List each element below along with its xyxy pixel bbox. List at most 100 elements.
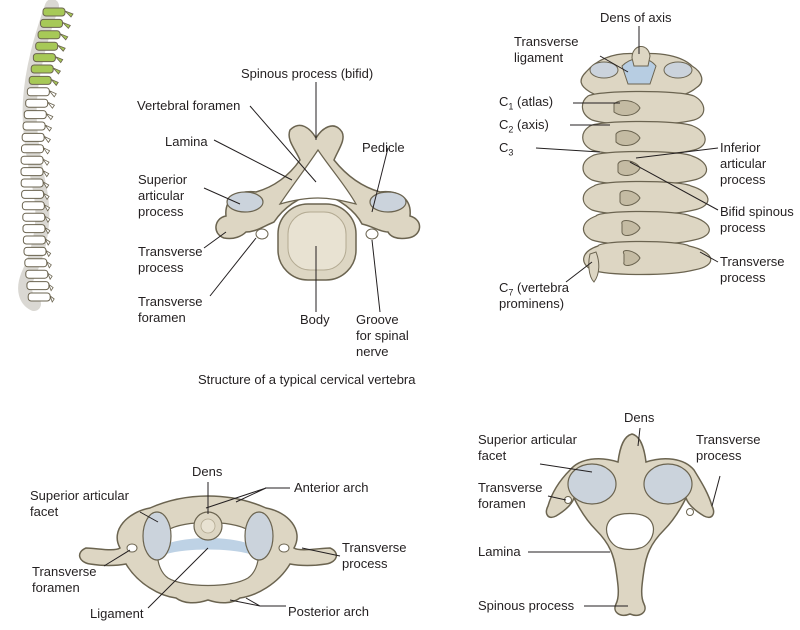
- spine-process: [59, 33, 69, 41]
- spine-segment: [21, 189, 45, 199]
- column-vertebra: [582, 180, 709, 216]
- label-bifid-spinous-process: Bifid spinous process: [720, 204, 794, 235]
- label-axis-spinous-process: Spinous process: [478, 598, 575, 613]
- spine-process: [49, 294, 55, 303]
- typical-vertebra-right-facet: [369, 191, 407, 213]
- spine-process: [45, 113, 54, 121]
- spine-process: [43, 203, 51, 212]
- spine-process: [44, 226, 51, 235]
- column-spinous-process: [622, 250, 641, 266]
- label-transverse-ligament: Transverse ligament: [514, 34, 579, 65]
- label-c1-atlas: C1 (atlas): [499, 94, 554, 112]
- spine-segment: [32, 53, 56, 63]
- column-vertebra: [583, 240, 712, 276]
- leader-lines: [103, 26, 721, 609]
- spine-segment: [26, 281, 50, 291]
- label-atlas-transverse-process: Transverse process: [342, 540, 407, 571]
- spine-segment: [42, 7, 66, 17]
- spine-segment: [21, 144, 45, 154]
- label-groove-for-spinal-nerve: Groove for spinal nerve: [356, 312, 409, 359]
- spine-side-view-icon: [18, 0, 74, 311]
- spine-process: [49, 90, 57, 98]
- label-c3: C3: [499, 140, 514, 158]
- label-superior-articular-process: Superior articular process: [138, 172, 188, 219]
- spine-process: [55, 56, 64, 64]
- label-inferior-articular-process: Inferior articular process: [720, 140, 767, 187]
- spine-segment: [21, 201, 45, 211]
- column-spinous-process: [615, 130, 641, 146]
- spine-process: [50, 79, 59, 87]
- spine-process: [62, 22, 71, 30]
- spine-process: [42, 135, 51, 144]
- column-spinous-process: [621, 220, 641, 236]
- label-lamina: Lamina: [165, 134, 208, 149]
- spine-process: [46, 272, 53, 281]
- spine-segment: [24, 258, 48, 268]
- label-axis-transverse-foramen: Transverse foramen: [478, 480, 543, 511]
- spine-process: [57, 44, 66, 52]
- column-vertebra: [581, 90, 705, 126]
- spine-segment: [25, 98, 49, 108]
- column-c7-spinous-process: [588, 251, 600, 283]
- label-dens-of-axis: Dens of axis: [600, 10, 672, 25]
- spine-process: [43, 215, 51, 223]
- spine-segment: [35, 41, 59, 51]
- spine-process: [44, 124, 53, 132]
- label-axis-superior-articular-facet: Superior articular facet: [478, 432, 577, 463]
- label-atlas-superior-articular-facet: Superior articular facet: [30, 488, 129, 519]
- spine-segment: [22, 121, 46, 131]
- column-vertebra: [582, 150, 708, 186]
- label-posterior-arch: Posterior arch: [288, 604, 369, 619]
- spine-process: [42, 192, 50, 201]
- spine-segment: [28, 75, 52, 85]
- spine-segment: [20, 155, 44, 165]
- spine-segment: [30, 64, 54, 74]
- spine-process: [48, 283, 54, 292]
- spine-segment: [27, 292, 51, 302]
- typical-vertebra-foramen: [278, 148, 358, 206]
- spine-segment: [22, 235, 46, 245]
- spine-process: [42, 146, 51, 155]
- label-anterior-arch: Anterior arch: [294, 480, 369, 495]
- spine-segment: [37, 30, 61, 40]
- spine-process: [64, 10, 74, 18]
- spine-process: [44, 237, 51, 246]
- label-column-transverse-process: Transverse process: [720, 254, 785, 285]
- label-c7-vertebra-prominens: C7 (vertebra prominens): [499, 280, 570, 311]
- spine-process: [45, 260, 52, 269]
- label-body: Body: [300, 312, 330, 327]
- caption-typical-cervical-vertebra: Structure of a typical cervical vertebra: [198, 372, 416, 387]
- spine-segment: [21, 132, 45, 142]
- cervical-column: [580, 46, 712, 283]
- label-transverse-process: Transverse process: [138, 244, 203, 275]
- spine-segment: [20, 178, 44, 188]
- column-vertebra: [582, 120, 706, 156]
- spine-segment: [23, 246, 47, 256]
- column-spinous-process: [619, 190, 641, 206]
- column-vertebra: [582, 210, 710, 246]
- spine-segment: [26, 87, 50, 97]
- atlas-superior-view: [78, 495, 338, 604]
- label-atlas-dens: Dens: [192, 464, 223, 479]
- spine-segment: [22, 224, 46, 234]
- spine-segment: [22, 212, 46, 222]
- label-transverse-foramen: Transverse foramen: [138, 294, 203, 325]
- spine-process: [45, 249, 52, 258]
- spine-segment: [40, 18, 64, 28]
- label-c2-axis: C2 (axis): [499, 117, 549, 135]
- spine-process: [42, 180, 50, 189]
- spine-process: [47, 101, 56, 109]
- spine-segment: [25, 269, 49, 279]
- axis-superior-view: [545, 433, 715, 616]
- label-vertebral-foramen: Vertebral foramen: [137, 98, 241, 113]
- label-axis-dens: Dens: [624, 410, 655, 425]
- column-spinous-process: [613, 100, 641, 116]
- typical-cervical-vertebra: [215, 124, 421, 281]
- spine-segment: [20, 167, 44, 177]
- label-spinous-process-bifid: Spinous process (bifid): [241, 66, 374, 81]
- label-pedicle: Pedicle: [362, 140, 405, 155]
- spine-segment: [23, 110, 47, 120]
- label-atlas-transverse-foramen: Transverse foramen: [32, 564, 97, 595]
